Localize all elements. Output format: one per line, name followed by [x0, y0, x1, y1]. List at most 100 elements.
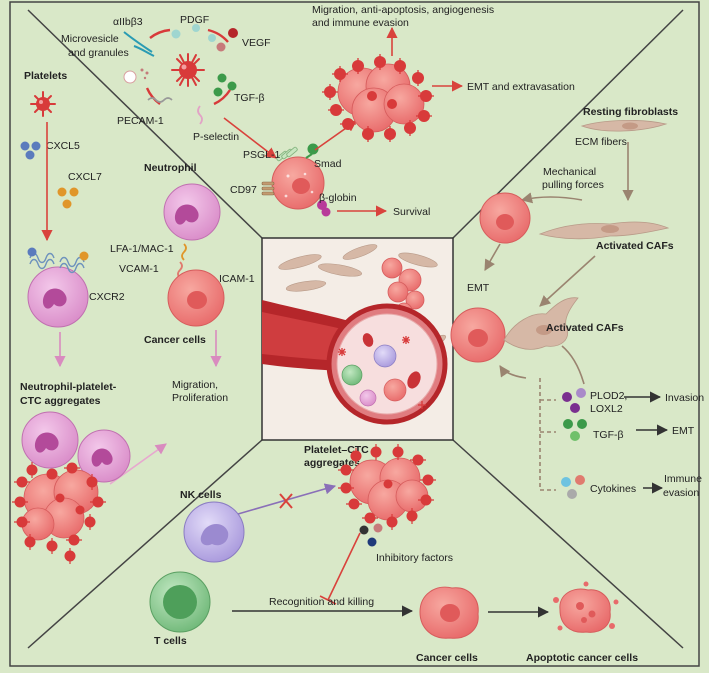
neutrophil-platelet-ctc-aggregate — [12, 411, 131, 564]
inhibition-line — [319, 532, 361, 605]
immune-evasion-label-1: Immune — [664, 473, 702, 485]
invasion-label: Invasion — [665, 392, 704, 404]
platelet-ctc-cluster-top — [322, 54, 434, 142]
tgf-right-label: TGF-β — [593, 429, 624, 441]
inhibitory-factors-label: Inhibitory factors — [376, 552, 453, 564]
p-selectin-label: P-selectin — [193, 131, 239, 143]
microvesicle-label-2: and granules — [68, 47, 129, 59]
plod-label-2: LOXL2 — [590, 403, 623, 415]
ctc-cell-top — [271, 156, 325, 210]
psgl-receptor — [276, 146, 298, 162]
granules — [140, 68, 149, 80]
arrow-back-to-cancer — [499, 365, 527, 379]
ecm-fibers-label: ECM fibers — [575, 136, 627, 148]
integrin-receptor — [123, 31, 155, 57]
t-cell — [149, 571, 211, 633]
vcam-label: VCAM-1 — [119, 263, 159, 275]
blocked-cross — [279, 493, 293, 509]
pecam-molecule — [147, 97, 173, 103]
activated-cafs-label-1: Activated CAFs — [596, 240, 674, 252]
cancer-cell-left — [167, 269, 225, 327]
microvesicle-label-1: Microvesicle — [61, 33, 119, 45]
smad-label: Smad — [314, 158, 342, 170]
inhibitory-factor-molecules — [359, 523, 383, 547]
beta-globin-molecule — [317, 200, 331, 217]
left-migration-label-2: Proliferation — [172, 392, 228, 404]
vegf-molecules — [216, 28, 238, 52]
vegf-label: VEGF — [242, 37, 271, 49]
plod-molecules — [562, 388, 586, 413]
apoptotic-cancer-cell — [553, 581, 619, 633]
cd97-label: CD97 — [230, 184, 257, 196]
cxcl5-molecules — [20, 141, 41, 160]
t-cells-label: T cells — [154, 635, 187, 647]
cxcl7-molecules — [57, 187, 79, 209]
neutrophil-cxcr2 — [27, 247, 89, 328]
tgf-beta-label: TGF-β — [234, 92, 265, 104]
cytokine-molecules — [561, 475, 585, 499]
activated-caf-1 — [538, 221, 670, 240]
neutrophil-cell — [163, 183, 221, 241]
lfa-label: LFA-1/MAC-1 — [110, 243, 174, 255]
neutrophil-aggregates-label-2: CTC aggregates — [20, 395, 101, 407]
center-vessel-illustration — [262, 244, 448, 425]
top-platelet-release — [145, 28, 232, 106]
mechanical-label-2: pulling forces — [542, 179, 604, 191]
pdgf-molecules — [171, 24, 216, 42]
mechanical-label-1: Mechanical — [543, 166, 596, 178]
cancer-cell-right-2 — [450, 307, 506, 363]
p-selectin-molecule — [197, 105, 203, 125]
arrow-pulling-force — [520, 192, 583, 204]
pecam-label: PECAM-1 — [117, 115, 164, 127]
survival-label: Survival — [393, 206, 430, 218]
integrin-label: αIIbβ3 — [113, 16, 143, 28]
cancer-cell-right-1 — [479, 192, 531, 244]
cxcl7-label: CXCL7 — [68, 171, 102, 183]
cancer-cells-bottom-label: Cancer cells — [416, 652, 478, 664]
pdgf-label: PDGF — [180, 14, 209, 26]
smad-receptor — [305, 153, 313, 159]
nk-cells-label: NK cells — [180, 489, 222, 501]
cd97-receptor — [261, 181, 275, 196]
left-migration-label-1: Migration, — [172, 379, 218, 391]
caf-secretion-line — [561, 345, 585, 385]
cxcr2-label: CXCR2 — [89, 291, 125, 303]
plod-label-1: PLOD2, — [590, 390, 627, 402]
smad-molecule — [307, 143, 319, 155]
neutrophil-aggregates-label-1: Neutrophil-platelet- — [20, 381, 117, 393]
cytokines-label: Cytokines — [590, 483, 636, 495]
cancer-cells-left-label: Cancer cells — [144, 334, 206, 346]
platelet-left — [30, 91, 56, 117]
beta-globin-label: β-globin — [319, 192, 357, 204]
cancer-cell-bottom — [419, 586, 479, 639]
tgf-beta-molecules — [213, 73, 237, 97]
emt-extravasation-label: EMT and extravasation — [467, 81, 575, 93]
secretion-bracket — [539, 378, 556, 491]
psgl-label: PSGL-1 — [243, 149, 281, 161]
microvesicle — [123, 70, 137, 84]
activated-caf-2 — [503, 297, 579, 350]
emt-2-label: EMT — [672, 425, 695, 437]
arrow-to-ctc — [223, 117, 277, 159]
top-migration-label-1: Migration, anti-apoptosis, angiogenesis — [312, 4, 494, 16]
neutrophil-title: Neutrophil — [144, 162, 197, 174]
top-migration-label-2: and immune evasion — [312, 17, 409, 29]
cxcl5-label: CXCL5 — [46, 140, 80, 152]
nk-cell — [183, 501, 245, 563]
platelet-ctc-cluster-bottom — [338, 444, 436, 530]
resting-fibroblast — [580, 119, 668, 132]
activated-cafs-label-2: Activated CAFs — [546, 322, 624, 334]
arrow-to-emt-right — [484, 243, 501, 271]
tgf-molecules-right — [563, 419, 587, 441]
immune-evasion-label-2: evasion — [663, 487, 699, 499]
icam-label: ICAM-1 — [219, 273, 255, 285]
emt-right-label: EMT — [467, 282, 490, 294]
outer-border — [9, 1, 700, 667]
arrow-to-caf-2 — [539, 255, 596, 307]
recognition-label: Recognition and killing — [269, 596, 374, 608]
resting-fibroblasts-title: Resting fibroblasts — [583, 106, 678, 118]
platelets-title: Platelets — [24, 70, 67, 82]
apoptotic-cells-label: Apoptotic cancer cells — [526, 652, 638, 664]
